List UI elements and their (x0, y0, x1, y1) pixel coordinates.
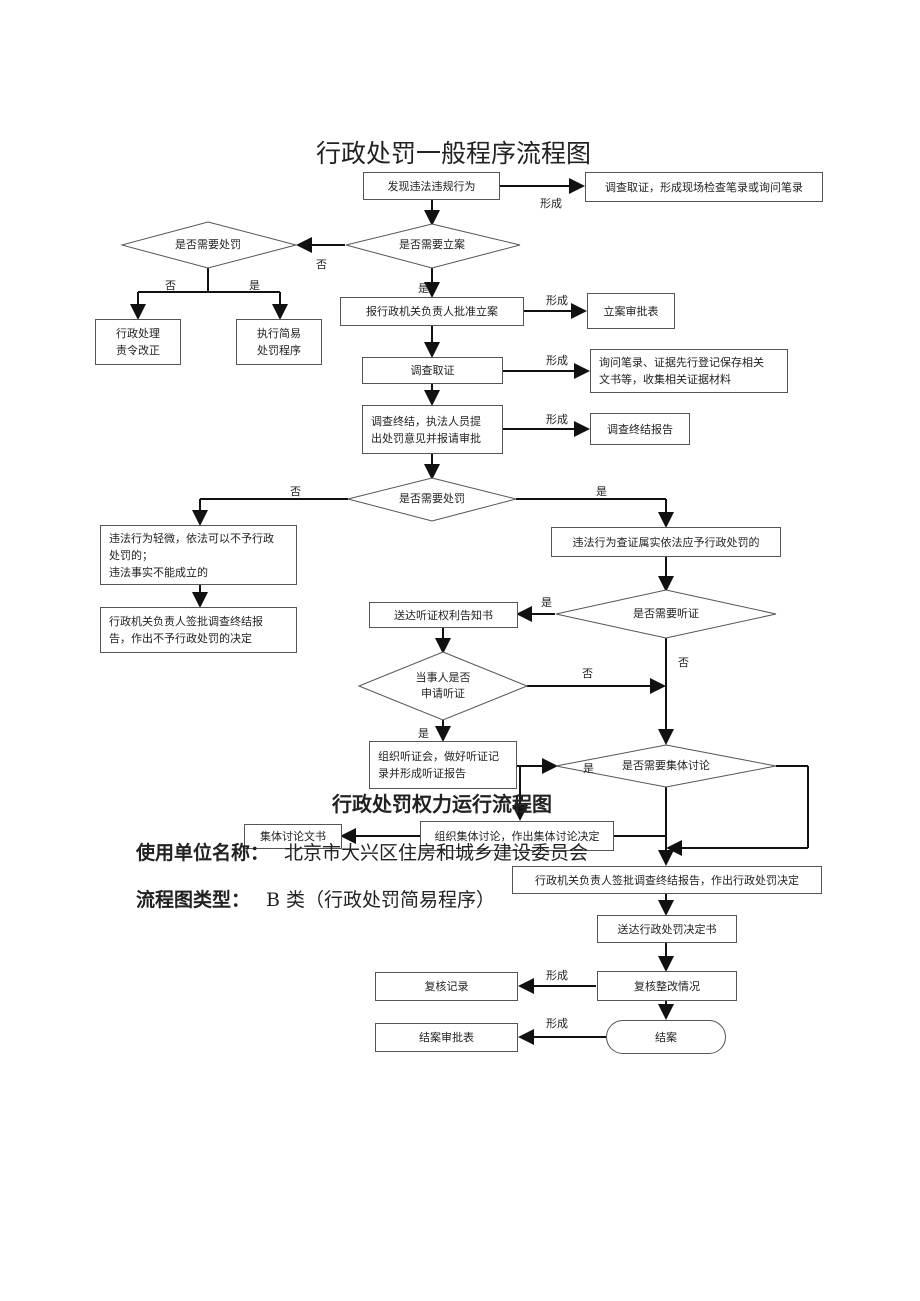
page-title: 行政处罚一般程序流程图 (316, 139, 592, 168)
box-no-penalty-decision: 行政机关负责人签批调查终结报 告，作出不予行政处罚的决定 (100, 607, 297, 653)
box-deliver-decision: 送达行政处罚决定书 (597, 915, 737, 943)
diamond-need-filing (345, 223, 521, 269)
box-close-case: 结案 (606, 1020, 726, 1054)
label-form-1: 形成 (540, 197, 562, 210)
label-yes-1: 是 (249, 279, 260, 292)
box-organize-hearing: 组织听证会，做好听证记 录并形成听证报告 (369, 741, 517, 789)
label-form-5: 形成 (546, 969, 568, 982)
label-no-4: 否 (678, 656, 689, 669)
diamond-need-penalty-mid (347, 477, 517, 522)
diamond-need-group (555, 744, 777, 788)
label-yes-6: 是 (583, 762, 594, 775)
box-review-rectify: 复核整改情况 (597, 971, 737, 1001)
box-simple-procedure: 执行简易 处罚程序 (236, 319, 322, 365)
overlay-heading: 行政处罚权力运行流程图 (332, 792, 552, 816)
box-sign-decision: 行政机关负责人签批调查终结报告，作出行政处罚决定 (512, 866, 822, 894)
diamond-need-penalty-top (120, 221, 298, 269)
box-report-approve: 报行政机关负责人批准立案 (340, 297, 524, 326)
box-group-doc: 集体讨论文书 (244, 824, 342, 849)
label-form-2: 形成 (546, 294, 568, 307)
label-no-2: 否 (165, 279, 176, 292)
box-group-discussion: 组织集体讨论，作出集体讨论决定 (420, 821, 614, 851)
label-no-1: 否 (316, 258, 327, 271)
diamond-label-need-penalty-mid: 是否需要处罚 (399, 492, 465, 505)
box-interview-notes: 询问笔录、证据先行登记保存相关 文书等，收集相关证据材料 (590, 349, 788, 393)
diamond-label-need-group: 是否需要集体讨论 (622, 759, 710, 772)
box-treat-correct: 行政处理 责令改正 (95, 319, 181, 365)
box-discover: 发现违法违规行为 (363, 172, 500, 200)
label-no-3: 否 (290, 485, 301, 498)
box-review-record: 复核记录 (375, 972, 518, 1001)
diamond-need-hearing (555, 589, 777, 639)
box-investigation-end: 调查终结，执法人员提 出处罚意见并报请审批 (362, 405, 503, 454)
label-yes-3: 是 (596, 485, 607, 498)
diamond-label-party-apply: 当事人是否 申请听证 (415, 671, 471, 700)
label-form-3: 形成 (546, 354, 568, 367)
box-investigation-report: 调查终结报告 (590, 413, 690, 445)
label-form-4: 形成 (546, 413, 568, 426)
box-minor-violation: 违法行为轻微，依法可以不予行政 处罚的； 违法事实不能成立的 (100, 525, 297, 585)
label-yes-4: 是 (541, 596, 552, 609)
overlay-type-value: B 类（行政处罚简易程序） (266, 889, 496, 911)
diamond-label-need-hearing: 是否需要听证 (633, 607, 699, 620)
diamond-party-apply (357, 651, 529, 721)
overlay-type-label: 流程图类型： (136, 889, 251, 911)
diamond-label-need-penalty-top: 是否需要处罚 (175, 238, 241, 251)
label-no-5: 否 (582, 667, 593, 680)
overlay-unit-label: 使用单位名称： (136, 842, 270, 864)
label-yes-5: 是 (418, 727, 429, 740)
box-investigation: 调查取证 (362, 357, 503, 384)
box-hearing-notice: 送达听证权利告知书 (369, 602, 518, 628)
label-yes-2: 是 (418, 282, 429, 295)
box-investigate-record: 调查取证，形成现场检查笔录或询问笔录 (585, 172, 823, 202)
box-close-form: 结案审批表 (375, 1023, 518, 1052)
box-should-penalize: 违法行为查证属实依法应予行政处罚的 (551, 527, 781, 557)
overlay-unit-value: 北京市大兴区住房和城乡建设委员会 (284, 842, 589, 864)
label-form-6: 形成 (546, 1017, 568, 1030)
box-filing-form: 立案审批表 (587, 293, 675, 329)
diamond-label-need-filing: 是否需要立案 (399, 238, 465, 251)
